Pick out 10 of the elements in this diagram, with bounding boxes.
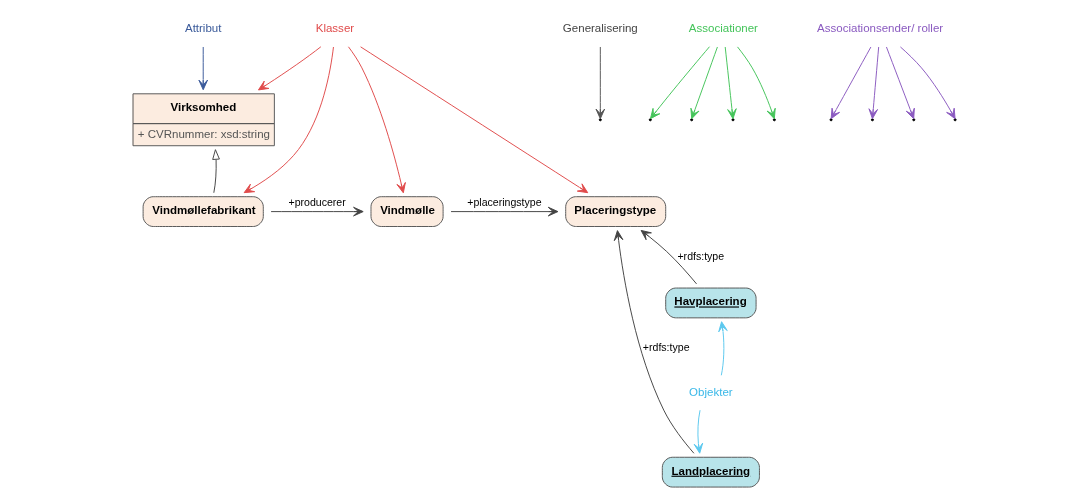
node-text: Objekter <box>688 385 733 398</box>
edge-label: +placeringstype <box>466 195 542 208</box>
node-text: Associationer <box>688 22 758 35</box>
node-text: Associationsender/ roller <box>816 22 943 35</box>
edge-label: +rdfs:type <box>676 249 724 262</box>
edge-label: +rdfs:type <box>642 341 690 354</box>
node-text: Attribut <box>184 22 221 35</box>
edge-label: +producerer <box>288 195 346 208</box>
node-text: Generalisering <box>562 22 638 35</box>
node-text: Klasser <box>315 22 354 35</box>
